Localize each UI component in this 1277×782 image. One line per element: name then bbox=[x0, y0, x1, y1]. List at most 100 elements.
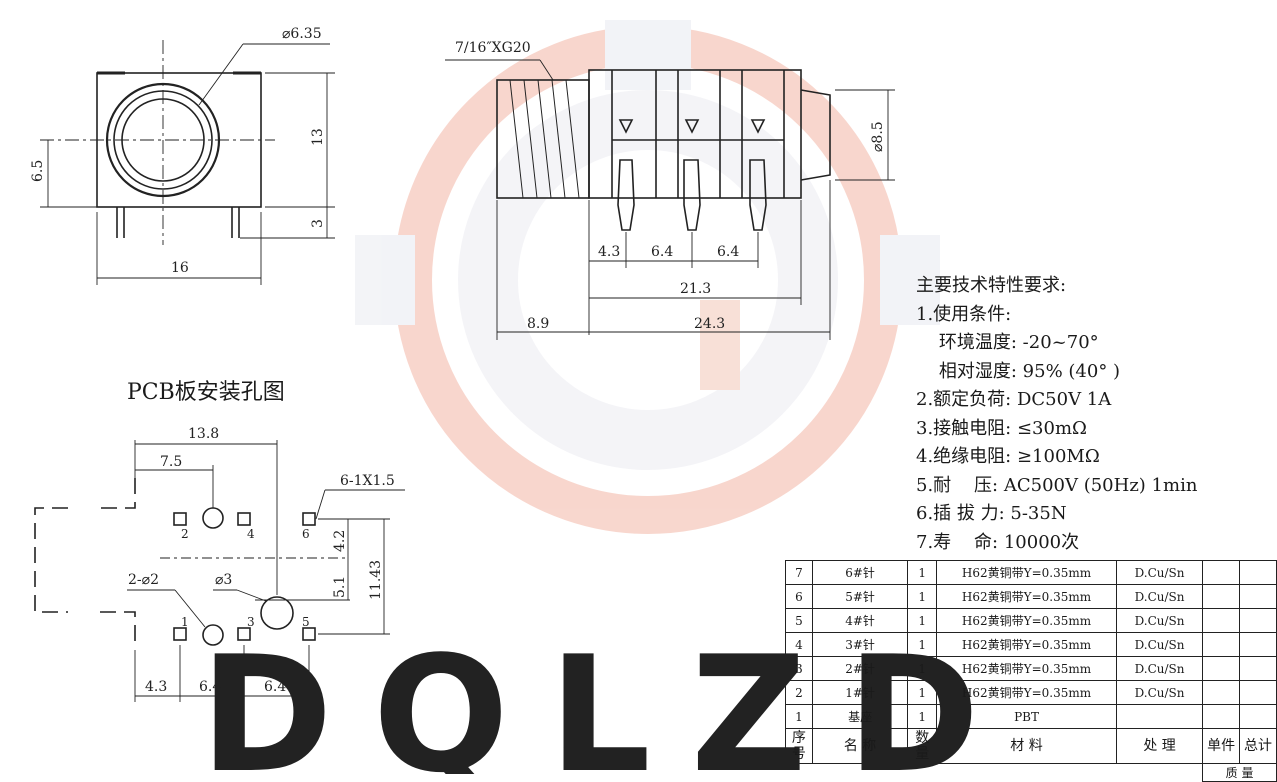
pcb-offset-x-label: 7.5 bbox=[160, 454, 182, 470]
watermark-gear bbox=[355, 20, 940, 534]
front-width-label: 16 bbox=[171, 260, 189, 276]
bom-cell-weight bbox=[1202, 584, 1241, 609]
bom-cell-material: H62黄铜带Y=0.35mm bbox=[936, 680, 1117, 705]
pcb-pin-label: 4 bbox=[247, 527, 255, 541]
bom-header-row: 序号 名 称 数量 材 料 处 理 单件 总计 bbox=[785, 728, 1277, 764]
bom-cell-name: 5#针 bbox=[811, 584, 909, 609]
pcb-pin-label: 3 bbox=[247, 615, 255, 629]
pcb-hole-large-label: ⌀3 bbox=[215, 572, 232, 588]
pcb-bottom-3-label: 6.4 bbox=[264, 679, 286, 695]
bom-cell-no: 4 bbox=[785, 632, 813, 657]
pcb-hole-small-label: 2-⌀2 bbox=[128, 572, 159, 588]
bom-cell-no: 2 bbox=[785, 680, 813, 705]
pcb-row-gap-2-label: 5.1 bbox=[332, 576, 348, 598]
side-view bbox=[445, 59, 895, 340]
bom-cell-weight bbox=[1202, 608, 1241, 633]
spec-title: 主要技术特性要求: bbox=[916, 275, 1067, 296]
bom-cell-finish bbox=[1115, 704, 1204, 729]
spec-line: 7.寿 命: 10000次 bbox=[916, 531, 1080, 553]
bom-cell-material: H62黄铜带Y=0.35mm bbox=[936, 560, 1117, 585]
bom-cell-finish: D.Cu/Sn bbox=[1115, 560, 1204, 585]
bom-cell-weight bbox=[1239, 632, 1277, 657]
bom-cell-weight bbox=[1239, 608, 1277, 633]
pitch-3-label: 6.4 bbox=[717, 244, 739, 260]
pcb-row-height-label: 11.43 bbox=[368, 560, 384, 600]
pcb-pin-label: 5 bbox=[302, 615, 310, 629]
bom-header-finish: 处 理 bbox=[1115, 728, 1204, 764]
front-view bbox=[40, 40, 335, 285]
bom-header-weight: 质 量 bbox=[1202, 763, 1277, 782]
bom-cell-qty: 1 bbox=[907, 632, 938, 657]
pitch-1-label: 4.3 bbox=[598, 244, 620, 260]
bom-cell-name: 6#针 bbox=[811, 560, 909, 585]
pcb-pin-label: 1 bbox=[181, 615, 189, 629]
bom-cell-qty: 1 bbox=[907, 656, 938, 681]
bom-cell-name: 3#针 bbox=[811, 632, 909, 657]
pcb-title: PCB板安装孔图 bbox=[127, 380, 285, 405]
body-length-label: 21.3 bbox=[680, 281, 711, 297]
bom-header-unit-weight: 单件 bbox=[1202, 728, 1241, 764]
bom-cell-weight bbox=[1239, 680, 1277, 705]
bom-header-no: 序号 bbox=[785, 728, 813, 764]
thread-label: 7/16″XG20 bbox=[455, 40, 531, 56]
spec-line: 相对湿度: 95% (40° ) bbox=[916, 360, 1121, 382]
bom-cell-weight bbox=[1239, 584, 1277, 609]
bom-cell-finish: D.Cu/Sn bbox=[1115, 584, 1204, 609]
bom-cell-qty: 1 bbox=[907, 560, 938, 585]
pitch-2-label: 6.4 bbox=[651, 244, 673, 260]
bom-cell-name: 4#针 bbox=[811, 608, 909, 633]
bom-cell-no: 6 bbox=[785, 584, 813, 609]
bom-header-total-weight: 总计 bbox=[1239, 728, 1277, 764]
pcb-row-gap-1-label: 4.2 bbox=[332, 530, 348, 552]
bom-cell-name: 2#针 bbox=[811, 656, 909, 681]
bom-cell-weight bbox=[1202, 680, 1241, 705]
bom-cell-no: 7 bbox=[785, 560, 813, 585]
pcb-pin-label: 2 bbox=[181, 527, 189, 541]
bom-cell-weight bbox=[1202, 632, 1241, 657]
bom-cell-finish: D.Cu/Sn bbox=[1115, 632, 1204, 657]
bom-cell-finish: D.Cu/Sn bbox=[1115, 656, 1204, 681]
nose-diameter-label: ⌀8.5 bbox=[870, 121, 886, 152]
bom-cell-no: 1 bbox=[785, 704, 813, 729]
bom-cell-finish: D.Cu/Sn bbox=[1115, 680, 1204, 705]
bom-header-name: 名 称 bbox=[811, 728, 909, 764]
pcb-overall-width-label: 13.8 bbox=[188, 426, 219, 442]
spec-line: 4.绝缘电阻: ≥100MΩ bbox=[916, 446, 1100, 467]
bom-cell-material: H62黄铜带Y=0.35mm bbox=[936, 584, 1117, 609]
bom-cell-weight bbox=[1202, 656, 1241, 681]
spec-line: 6.插 拔 力: 5-35N bbox=[916, 503, 1067, 524]
bom-cell-material: H62黄铜带Y=0.35mm bbox=[936, 632, 1117, 657]
bom-cell-weight bbox=[1239, 560, 1277, 585]
front-height-label: 13 bbox=[310, 128, 326, 146]
pcb-layout bbox=[34, 440, 405, 702]
bom-cell-qty: 1 bbox=[907, 704, 938, 729]
bom-header-qty: 数量 bbox=[907, 728, 938, 764]
front-center-offset-label: 6.5 bbox=[30, 160, 46, 182]
bom-header-weight-row: 质 量 bbox=[786, 763, 1277, 782]
pcb-bottom-2-label: 6.4 bbox=[199, 679, 221, 695]
pcb-slot-size-label: 6-1X1.5 bbox=[340, 473, 395, 489]
bom-cell-name: 1#针 bbox=[811, 680, 909, 705]
bom-cell-finish: D.Cu/Sn bbox=[1115, 608, 1204, 633]
bom-cell-qty: 1 bbox=[907, 680, 938, 705]
spec-line: 1.使用条件: bbox=[916, 303, 1012, 325]
pcb-bottom-1-label: 4.3 bbox=[145, 679, 167, 695]
bom-cell-qty: 1 bbox=[907, 584, 938, 609]
bom-cell-material: H62黄铜带Y=0.35mm bbox=[936, 608, 1117, 633]
bom-cell-material: PBT bbox=[936, 704, 1117, 729]
bom-cell-weight bbox=[1239, 656, 1277, 681]
spec-block: 主要技术特性要求: 1.使用条件: 环境温度: -20~70° 相对湿度: 95… bbox=[916, 272, 1197, 557]
bom-cell-qty: 1 bbox=[907, 608, 938, 633]
bom-cell-no: 5 bbox=[785, 608, 813, 633]
bom-cell-weight bbox=[1239, 704, 1277, 729]
total-length-label: 24.3 bbox=[694, 316, 725, 332]
spec-line: 3.接触电阻: ≤30mΩ bbox=[916, 417, 1087, 439]
